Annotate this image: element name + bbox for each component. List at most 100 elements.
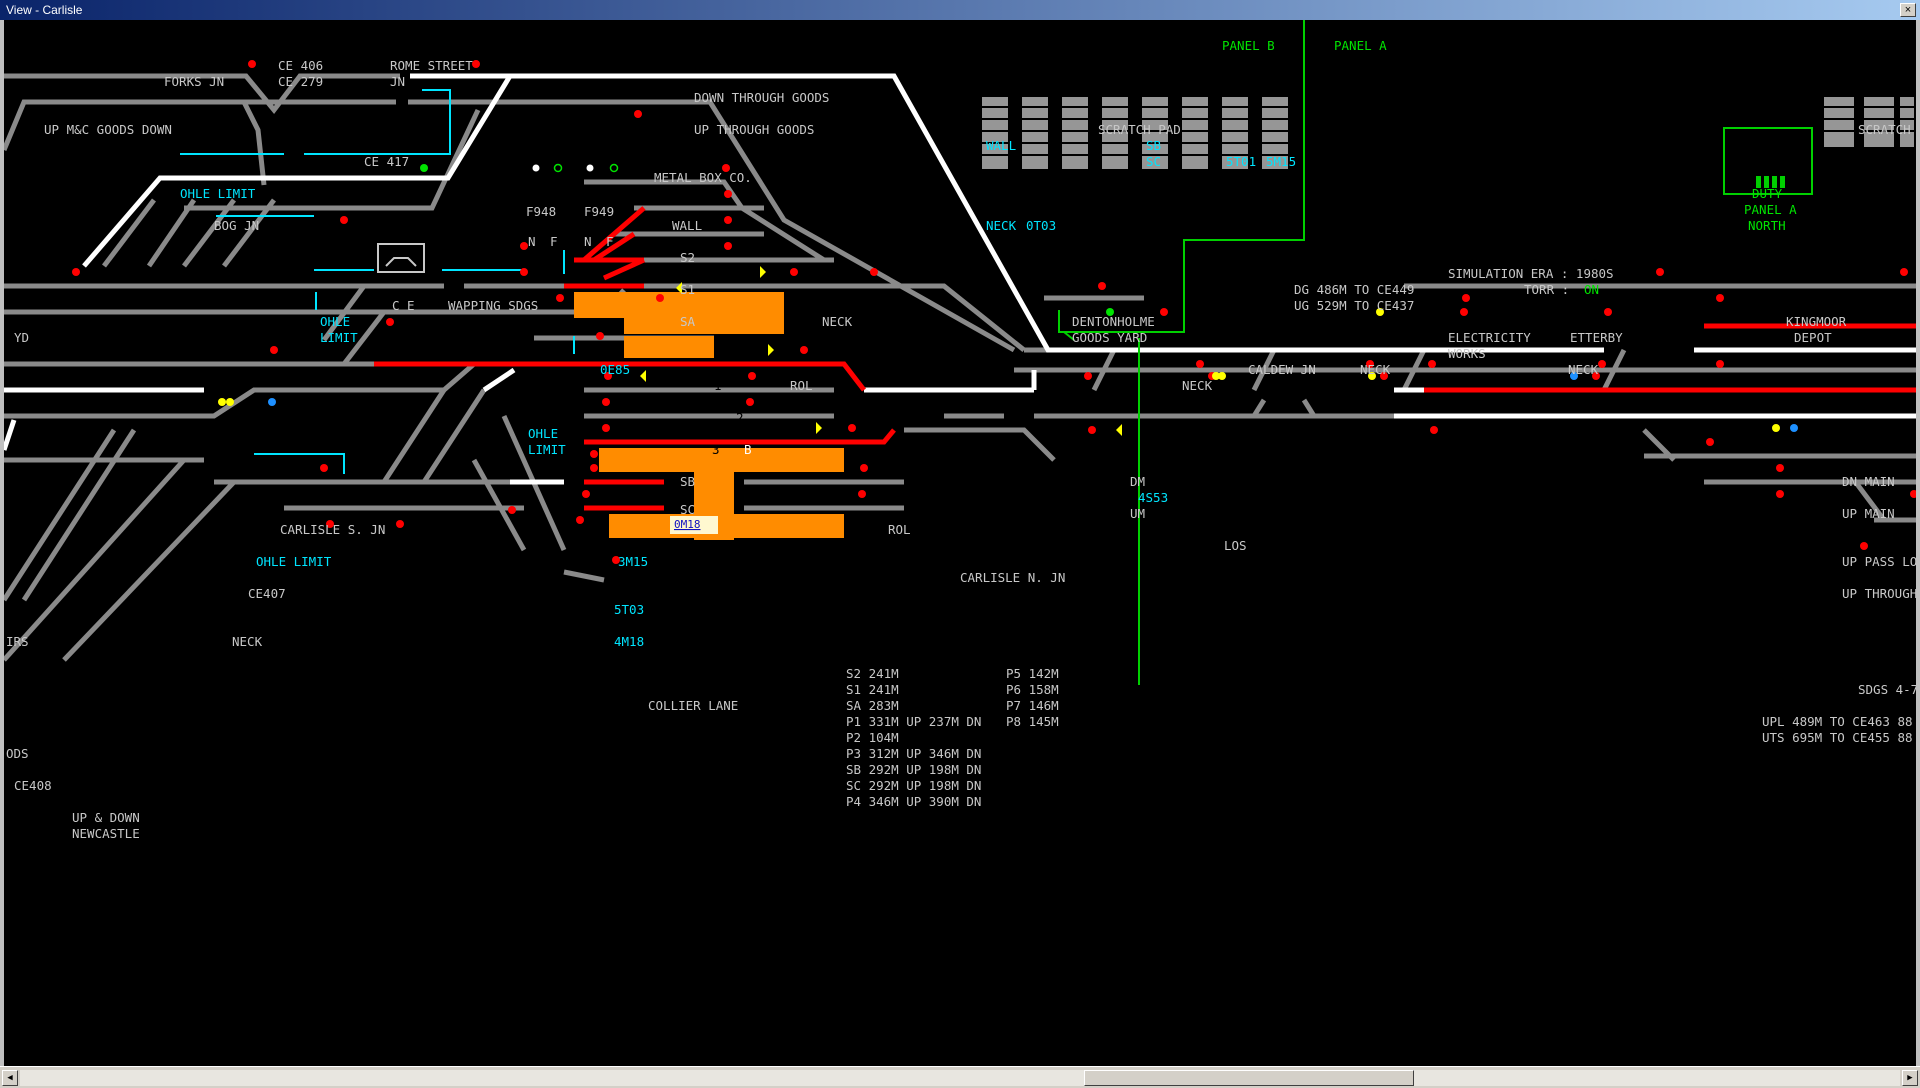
neck-label-1: NECK <box>822 314 853 329</box>
route-length-left-8: P4 346M UP 390M DN <box>846 794 981 809</box>
neck-label-3: NECK <box>1182 378 1213 393</box>
carlisle-s-jn-label: CARLISLE S. JN <box>280 522 385 537</box>
sa-label: SA <box>680 314 696 329</box>
scroll-left-button[interactable]: ◀ <box>2 1070 18 1086</box>
up-through-goods-label: UP THROUGH GOODS <box>694 122 814 137</box>
carlisle-n-jn-label: CARLISLE N. JN <box>960 570 1065 585</box>
uts-line-label: UTS 695M TO CE455 88 <box>1762 730 1913 745</box>
scratch-wall: WALL <box>986 138 1016 153</box>
train-0m18: 0M18 <box>674 518 701 531</box>
upl-line-label: UPL 489M TO CE463 88 <box>1762 714 1913 729</box>
scroll-track[interactable] <box>20 1070 1900 1086</box>
scratch-neck: NECK <box>986 218 1017 233</box>
s1-label: S1 <box>680 282 695 297</box>
occupied-tracks <box>374 206 1916 511</box>
electricity-2: WORKS <box>1448 346 1486 361</box>
platform-5-label: 5 <box>646 586 654 601</box>
train-4s53: 4S53 <box>1138 490 1168 505</box>
up-through-label: UP THROUGH <box>1842 586 1916 601</box>
f949-n: N <box>584 234 592 249</box>
ohle-limit-4: OHLE LIMIT <box>256 554 332 569</box>
route-length-left-2: SA 283M <box>846 698 899 713</box>
scratch-sb: SB <box>1146 138 1161 153</box>
s2-label: S2 <box>680 250 695 265</box>
route-length-right-2: P7 146M <box>1006 698 1059 713</box>
b-label: B <box>744 442 752 457</box>
neck-label-5: NECK <box>1568 362 1599 377</box>
route-length-left-1: S1 241M <box>846 682 899 697</box>
carlisle-label: CARLISLE <box>690 666 750 681</box>
duty-panel-bars <box>1756 176 1785 188</box>
platforms <box>574 292 844 540</box>
close-button[interactable]: × <box>1900 3 1916 17</box>
f948-label: F948 <box>526 204 556 219</box>
rol-label-1: ROL <box>790 378 813 393</box>
scratch-0t03: 0T03 <box>1026 218 1056 233</box>
ce408-label: CE408 <box>14 778 52 793</box>
ohle-limit-1: OHLE LIMIT <box>180 186 256 201</box>
route-length-left-3: P1 331M UP 237M DN <box>846 714 981 729</box>
irs-label: IRS <box>6 634 29 649</box>
ohle-2: OHLE <box>320 314 350 329</box>
route-length-left-0: S2 241M <box>846 666 899 681</box>
etterby-label: ETTERBY <box>1570 330 1623 345</box>
direction-arrows <box>640 266 1122 436</box>
window-titlebar[interactable]: View - Carlisle × <box>0 0 1920 20</box>
scroll-right-button[interactable]: ▶ <box>1902 1070 1918 1086</box>
up-down-newcastle-1: UP & DOWN <box>72 810 140 825</box>
up-main-label: UP MAIN <box>1842 506 1895 521</box>
sim-era-label: SIMULATION ERA : 1980S <box>1448 266 1614 281</box>
panel-a-label: PANEL A <box>1334 38 1387 53</box>
panel-boundary <box>1058 20 1305 685</box>
signals <box>72 60 1916 564</box>
bog-jn-label: BOG JN <box>214 218 259 233</box>
wapping-sdgs-label: WAPPING SDGS <box>448 298 538 313</box>
f948-n: N <box>528 234 536 249</box>
train-0m18-box <box>670 516 718 534</box>
signalling-panel[interactable]: PANEL B PANEL A FORKS JN CE 406 CE 279 R… <box>4 20 1916 1066</box>
caldew-jn-label: CALDEW JN <box>1248 362 1316 377</box>
neck-label-2: NECK <box>232 634 263 649</box>
ohle-3: OHLE <box>528 426 558 441</box>
up-mc-goods-label: UP M&C GOODS DOWN <box>44 122 172 137</box>
duty-3: NORTH <box>1748 218 1786 233</box>
route-length-left-7: SC 292M UP 198M DN <box>846 778 981 793</box>
electricity-1: ELECTRICITY <box>1448 330 1531 345</box>
down-through-goods-label: DOWN THROUGH GOODS <box>694 90 829 105</box>
platform-2-label: 2 <box>736 410 744 425</box>
scroll-thumb[interactable] <box>1084 1070 1414 1086</box>
route-length-left-4: P2 104M <box>846 730 899 745</box>
kingmoor-1: KINGMOOR <box>1786 314 1847 329</box>
f948-f: F <box>550 234 558 249</box>
ug-line-label: UG 529M TO CE437 <box>1294 298 1414 313</box>
limit-2: LIMIT <box>320 330 358 345</box>
scratch-label: SCRATCH <box>1858 122 1911 137</box>
dn-main-label: DN MAIN <box>1842 474 1895 489</box>
f949-label: F949 <box>584 204 614 219</box>
up-pass-lo-label: UP PASS LO <box>1842 554 1916 569</box>
forks-jn-label: FORKS JN <box>164 74 224 89</box>
platform-7-label: 7 <box>784 586 792 601</box>
track-diagram: PANEL B PANEL A FORKS JN CE 406 CE 279 R… <box>4 20 1916 841</box>
train-0e85: 0E85 <box>600 362 630 377</box>
sdgs-4-label: SDGS 4-7 <box>1858 682 1916 697</box>
route-length-right-3: P8 145M <box>1006 714 1059 729</box>
sc-label: SC <box>680 502 695 517</box>
limit-3: LIMIT <box>528 442 566 457</box>
scratch-pad-label: SCRATCH PAD <box>1098 122 1181 137</box>
ods-label: ODS <box>6 746 29 761</box>
ce407-label: CE407 <box>248 586 286 601</box>
wall-label: WALL <box>672 218 702 233</box>
horizontal-scrollbar[interactable]: ◀ ▶ <box>0 1066 1920 1088</box>
route-length-right-1: P6 158M <box>1006 682 1059 697</box>
dentonholme-2: GOODS YARD <box>1072 330 1147 345</box>
duty-panel-box <box>1723 127 1813 195</box>
window-title: View - Carlisle <box>6 3 83 17</box>
sb-label: SB <box>680 474 695 489</box>
train-3m15: 3M15 <box>618 554 648 569</box>
aspect-signals <box>218 163 1798 432</box>
ohle-lines <box>180 89 575 474</box>
ce-box <box>377 243 425 273</box>
platform-6-label: 6 <box>648 650 656 665</box>
